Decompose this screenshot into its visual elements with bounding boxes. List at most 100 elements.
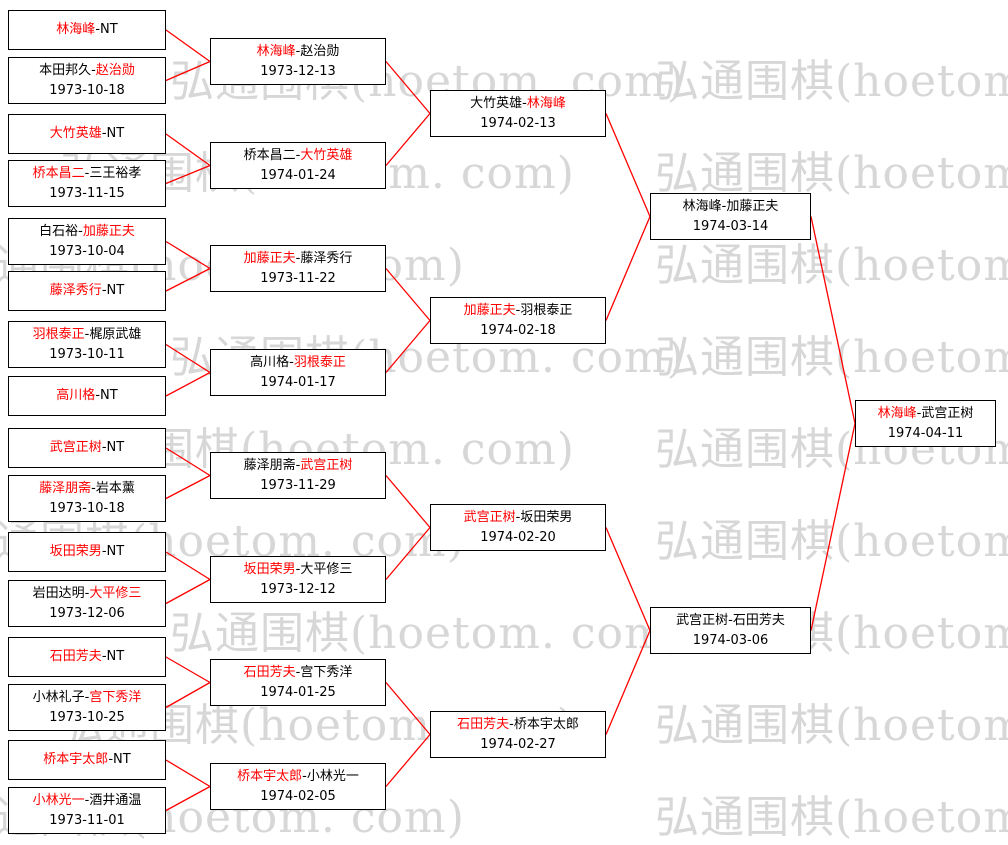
match-players: 桥本昌二-大竹英雄 xyxy=(244,146,353,166)
name-separator: - xyxy=(84,165,90,181)
player-name: 石田芳夫 xyxy=(732,612,785,628)
player-name: 桥本宇太郎 xyxy=(513,716,579,732)
name-separator: - xyxy=(522,95,527,111)
match-players: 藤泽朋斋-武宫正树 xyxy=(244,456,353,476)
winner-name: 羽根泰正 xyxy=(293,354,346,370)
winner-name: 石田芳夫 xyxy=(243,664,296,680)
match-date: 1974-03-06 xyxy=(692,632,769,648)
match-box-round-1-9: 武宫正树-NT xyxy=(8,428,166,468)
winner-name: 羽根泰正 xyxy=(32,326,85,342)
match-date: 1974-02-13 xyxy=(480,115,556,131)
match-players: 桥本宇太郎-小林光一 xyxy=(237,767,359,787)
watermark-text: 弘通围棋(hoetom. com) xyxy=(655,148,1008,199)
match-players: 加藤正夫-藤泽秀行 xyxy=(244,249,353,269)
watermark-text: 弘通围棋(hoetom. com) xyxy=(655,792,1008,843)
player-name: 本田邦久 xyxy=(39,62,92,78)
winner-name: 石田芳夫 xyxy=(457,716,510,732)
player-name: 赵治勋 xyxy=(300,43,340,59)
match-players: 小林礼子-宫下秀洋 xyxy=(33,688,142,708)
player-name: 林海峰 xyxy=(682,198,722,214)
match-date: 1974-04-11 xyxy=(887,425,964,441)
winner-name: 武宫正树 xyxy=(49,440,102,455)
bracket-connector-line xyxy=(165,785,211,812)
player-name: 大平修三 xyxy=(300,561,353,577)
watermark-text: 弘通围棋(hoetom. com) xyxy=(655,700,1008,751)
bracket-connector-line xyxy=(385,527,431,580)
bracket-connector-line xyxy=(385,320,431,373)
match-players: 白石裕-加藤正夫 xyxy=(39,222,135,242)
player-name: 岩田达明 xyxy=(32,585,85,601)
match-date: 1973-10-25 xyxy=(49,709,125,725)
bracket-connector-line xyxy=(165,578,211,605)
match-date: 1974-02-18 xyxy=(480,322,556,338)
match-players: 加藤正夫-羽根泰正 xyxy=(464,301,573,321)
player-name: NT xyxy=(106,544,125,559)
player-name: NT xyxy=(100,388,118,403)
bracket-connector-line xyxy=(165,681,211,709)
name-separator: - xyxy=(95,388,101,403)
bracket-connector-line xyxy=(605,216,651,321)
match-date: 1973-11-01 xyxy=(49,812,125,828)
match-date: 1974-02-27 xyxy=(480,736,556,752)
winner-name: 大竹英雄 xyxy=(49,126,102,141)
match-date: 1973-12-13 xyxy=(260,63,336,79)
winner-name: 武宫正树 xyxy=(300,457,353,473)
name-separator: - xyxy=(95,22,101,37)
match-players: 武宫正树-坂田荣男 xyxy=(464,508,573,528)
match-date: 1973-11-15 xyxy=(49,185,125,201)
name-separator: - xyxy=(108,752,114,767)
player-name: 大竹英雄 xyxy=(470,95,523,111)
name-separator: - xyxy=(721,198,727,214)
match-players: 林海峰-赵治勋 xyxy=(257,42,340,62)
bracket-connector-line xyxy=(385,682,431,735)
bracket-connector-line xyxy=(165,551,211,581)
name-separator: - xyxy=(101,126,107,141)
match-date: 1973-11-22 xyxy=(260,270,336,286)
player-name: 武宫正树 xyxy=(676,612,729,628)
player-name: 桥本昌二 xyxy=(243,147,296,163)
name-separator: - xyxy=(295,147,301,163)
player-name: 小林礼子 xyxy=(32,689,85,705)
match-players: 石田芳夫-桥本宇太郎 xyxy=(457,715,579,735)
match-date: 1973-11-29 xyxy=(260,477,336,493)
bracket-connector-line xyxy=(810,423,856,631)
player-name: 藤泽朋斋 xyxy=(243,457,296,473)
bracket-connector-line xyxy=(165,656,211,684)
bracket-connector-line xyxy=(165,759,211,788)
match-date: 1973-12-12 xyxy=(260,581,336,597)
name-separator: - xyxy=(84,689,90,705)
name-separator: - xyxy=(78,223,83,239)
bracket-connector-line xyxy=(165,371,211,397)
match-date: 1973-10-04 xyxy=(49,243,125,259)
winner-name: 林海峰 xyxy=(256,43,296,59)
player-name: 白石裕 xyxy=(39,223,79,239)
bracket-connector-line xyxy=(605,113,651,217)
match-players: 坂田荣男-大平修三 xyxy=(244,560,353,580)
match-box-round-1-13: 石田芳夫-NT xyxy=(8,637,166,677)
watermark-text: 弘通围棋(hoetom. com) xyxy=(655,56,1008,107)
winner-name: 小林光一 xyxy=(32,792,85,808)
player-name: 宫下秀洋 xyxy=(300,664,353,680)
name-separator: - xyxy=(91,62,96,78)
match-players: 武宫正树-NT xyxy=(50,438,124,458)
winner-name: 高川格 xyxy=(56,388,96,403)
match-date: 1974-02-20 xyxy=(480,529,556,545)
match-players: 石田芳夫-宫下秀洋 xyxy=(244,663,353,683)
match-date: 1974-01-25 xyxy=(260,684,336,700)
match-players: 坂田荣男-NT xyxy=(50,542,124,562)
winner-name: 大竹英雄 xyxy=(300,147,353,163)
winner-name: 加藤正夫 xyxy=(82,223,135,239)
